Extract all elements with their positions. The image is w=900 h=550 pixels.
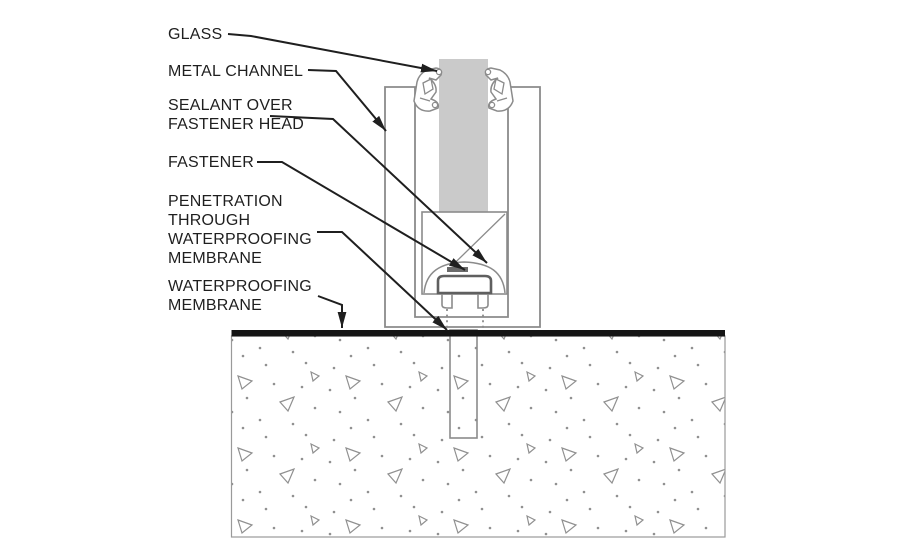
fastener-neck-left (441, 294, 453, 309)
glazing-gasket-left (413, 67, 443, 112)
label-waterproofing-membrane: WATERPROOFING MEMBRANE (168, 278, 312, 314)
label-penetration-line3: WATERPROOFING (168, 231, 312, 248)
label-glass: GLASS (168, 26, 222, 43)
leader-sealant (269, 115, 488, 264)
glazing-gasket-right (484, 67, 514, 112)
label-penetration-line1: PENETRATION (168, 193, 283, 210)
leader-penetration (317, 231, 448, 331)
label-membrane-line1: WATERPROOFING (168, 278, 312, 295)
label-sealant-over-fastener-head: SEALANT OVER FASTENER HEAD (168, 97, 304, 133)
concrete-substrate (230, 335, 726, 538)
leader-glass (227, 33, 438, 73)
label-fastener: FASTENER (168, 154, 254, 171)
leader-membrane (317, 295, 347, 328)
label-membrane-line2: MEMBRANE (168, 297, 262, 314)
label-penetration-line2: THROUGH (168, 212, 250, 229)
label-metal-channel: METAL CHANNEL (168, 63, 303, 80)
label-penetration-through-membrane: PENETRATION THROUGH WATERPROOFING MEMBRA… (168, 193, 312, 267)
fastener-neck-right (477, 294, 489, 309)
leader-fastener (257, 161, 466, 271)
glass-panel (439, 59, 488, 213)
waterproofing-membrane (231, 330, 725, 337)
label-sealant-line1: SEALANT OVER (168, 97, 293, 114)
leader-metal-channel (307, 69, 387, 132)
label-sealant-line2: FASTENER HEAD (168, 116, 304, 133)
fastener-head (436, 274, 493, 295)
label-penetration-line4: MEMBRANE (168, 250, 262, 267)
